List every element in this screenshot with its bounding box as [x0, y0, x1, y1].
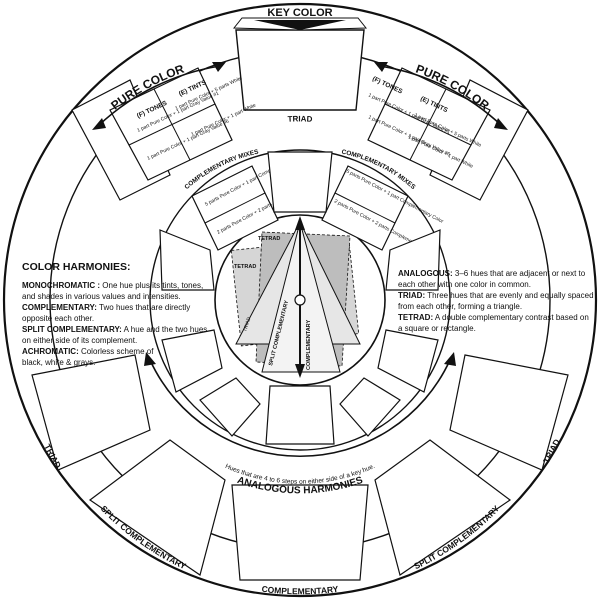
harmony-left-term: COMPLEMENTARY:	[22, 303, 97, 312]
harmony-left-line: black, white & grays.	[22, 358, 95, 367]
arrow-left-icon	[92, 118, 106, 130]
harmony-left-term: MONOCHROMATIC :	[22, 281, 100, 290]
harmony-right-term: TETRAD:	[398, 313, 433, 322]
harmony-left-line: COMPLEMENTARY: Two hues that are directl…	[22, 303, 190, 312]
harmonies-left-legend: COLOR HARMONIES: MONOCHROMATIC : One hue…	[22, 261, 207, 367]
harmony-left-line: SPLIT COMPLEMENTARY: A hue and the two h…	[22, 325, 207, 334]
key-color-window: KEY COLOR	[232, 7, 368, 111]
harmony-left-definition: Two hues that are directly	[97, 303, 190, 312]
outer-windows	[31, 79, 569, 581]
harmony-right-term: TRIAD:	[398, 291, 425, 300]
analog-arrow-right-icon	[444, 352, 456, 366]
harmony-right-definition: Three hues that are evenly and equally s…	[425, 291, 593, 300]
harmony-left-line: and shades in various values and intensi…	[22, 292, 181, 301]
complementary-bottom-label: COMPLEMENTARY	[261, 584, 339, 597]
window-lower-right	[374, 439, 512, 576]
harmonies-title: COLOR HARMONIES:	[22, 261, 131, 273]
harmony-left-line: MONOCHROMATIC : One hue plus its tints, …	[22, 281, 203, 290]
harmony-right-definition: A double complementary contrast based on	[433, 313, 589, 322]
harmonies-right-legend: ANALOGOUS: 3–6 hues that are adjacent or…	[398, 269, 594, 333]
center-diagram: TETRAD TETRAD TRIAD SPLIT COMPLEMENTARY …	[230, 216, 361, 378]
harmony-left-definition: and shades in various values and intensi…	[22, 292, 181, 301]
key-pointer-icon	[254, 20, 346, 30]
arrow-right-icon-2	[494, 118, 508, 130]
harmony-right-definition: from each other, forming a triangle.	[398, 302, 522, 311]
harmony-right-definition: 3–6 hues that are adjacent or next to	[453, 269, 586, 278]
pure-color-arrows	[92, 62, 508, 130]
harmony-left-line: ACHROMATIC: Colorless scheme of	[22, 347, 154, 356]
harmony-right-line: from each other, forming a triangle.	[398, 302, 522, 311]
harmony-left-line: opposite each other.	[22, 314, 94, 323]
analog-arrow-left-icon	[144, 352, 156, 366]
harmony-left-definition: on either side of its complement.	[22, 336, 137, 345]
center-ring	[214, 214, 386, 386]
window-left	[31, 354, 151, 471]
harmony-right-term: ANALOGOUS:	[398, 269, 453, 278]
window-bottom	[231, 484, 369, 581]
harmony-right-definition: a square or rectangle.	[398, 324, 476, 333]
tetrad-label-2: TETRAD	[234, 264, 256, 270]
mix-ring	[149, 149, 451, 451]
arrow-left-icon-2	[374, 62, 388, 72]
harmony-left-term: ACHROMATIC:	[22, 347, 79, 356]
inner-cells	[159, 151, 441, 445]
arrow-down-icon	[295, 364, 305, 378]
window-right	[449, 354, 569, 471]
analogous-arrow	[144, 352, 456, 458]
harmony-left-definition: A hue and the two hues	[122, 325, 207, 334]
harmony-left-definition: black, white & grays.	[22, 358, 95, 367]
key-color-label: KEY COLOR	[267, 7, 332, 19]
harmony-left-definition: opposite each other.	[22, 314, 94, 323]
harmony-left-term: SPLIT COMPLEMENTARY:	[22, 325, 122, 334]
harmony-right-line: ANALOGOUS: 3–6 hues that are adjacent or…	[398, 269, 586, 278]
pivot-icon	[294, 294, 306, 306]
complementary-center-label: COMPLEMENTARY	[306, 320, 312, 370]
triad-top-label: TRIAD	[287, 114, 312, 123]
pure-color-right-boxes: (F) TONES (E) TINTS 1 part Pure Color + …	[367, 67, 491, 181]
window-lower-left	[88, 439, 226, 576]
harmony-left-line: on either side of its complement.	[22, 336, 137, 345]
triad-center-label: TRIAD	[242, 316, 252, 332]
arrow-right-icon	[212, 62, 226, 72]
tetrad-label-1: TETRAD	[258, 236, 280, 242]
harmony-right-line: each other with one color in common.	[398, 280, 531, 289]
harmony-left-definition: One hue plus its tints, tones,	[100, 281, 203, 290]
harmony-right-line: TRIAD: Three hues that are evenly and eq…	[398, 291, 594, 300]
harmony-right-line: a square or rectangle.	[398, 324, 476, 333]
harmony-right-line: TETRAD: A double complementary contrast …	[398, 313, 589, 322]
harmony-right-definition: each other with one color in common.	[398, 280, 531, 289]
harmony-left-definition: Colorless scheme of	[79, 347, 154, 356]
arrow-up-icon	[295, 216, 305, 230]
